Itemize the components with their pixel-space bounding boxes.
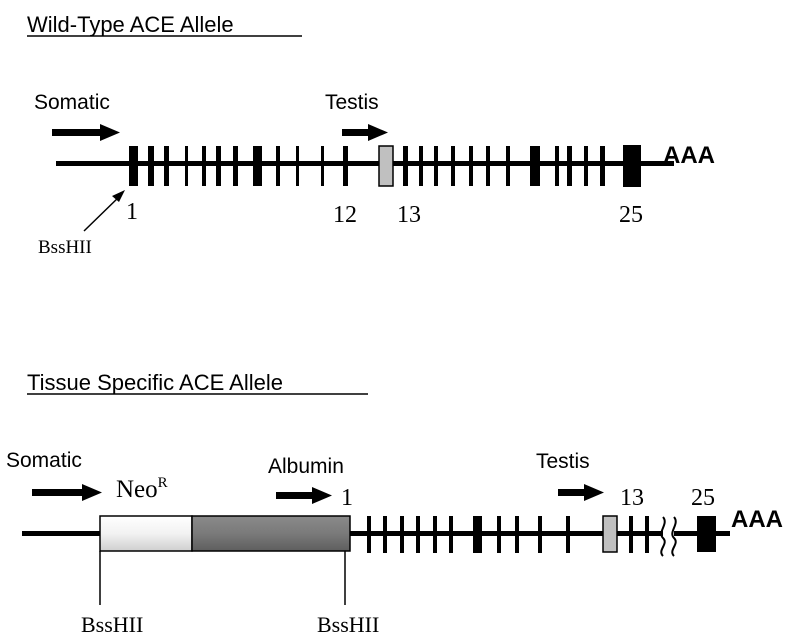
tissue-specific-somatic-label: Somatic: [6, 449, 82, 472]
exon: [566, 516, 570, 553]
exon: [567, 146, 572, 186]
tissue-specific-backbone-main: [350, 531, 663, 536]
albumin-promoter-box: [191, 515, 351, 552]
exon: [449, 516, 453, 553]
sequence-break-mark: [660, 516, 677, 557]
exon: [276, 146, 280, 186]
tissue-specific-title: Tissue Specific ACE Allele: [27, 370, 283, 395]
wild-type-testis-promoter-arrow: [342, 124, 388, 141]
exon: [645, 516, 649, 553]
exon: [367, 516, 371, 553]
wild-type-title: Wild-Type ACE Allele: [27, 12, 234, 37]
exon-13-testis: [602, 515, 618, 553]
exon: [486, 146, 490, 186]
albumin-promoter-arrow: [276, 487, 332, 504]
neo-label: NeoR: [116, 475, 168, 503]
exon-1: [129, 146, 138, 186]
exon-13-testis: [378, 145, 394, 187]
tissue-specific-somatic-promoter-arrow: [32, 484, 102, 501]
tissue-specific-exon-label-1: 1: [341, 485, 353, 511]
wild-type-polya-label: AAA: [663, 142, 715, 169]
exon-25: [623, 145, 641, 187]
wild-type-allele: Wild-Type ACE Allele Somatic Testis: [27, 12, 715, 258]
tissue-specific-testis-promoter-arrow: [558, 484, 604, 501]
tissue-specific-polya-label: AAA: [731, 506, 783, 533]
tissue-specific-exon-label-25: 25: [691, 485, 715, 511]
exon: [497, 516, 501, 553]
tissue-specific-exon-label-13: 13: [620, 485, 644, 511]
exon: [538, 516, 542, 553]
exon: [515, 516, 519, 553]
exon: [216, 146, 221, 186]
exon: [434, 146, 438, 186]
exon: [506, 146, 510, 186]
exon: [202, 146, 206, 186]
wild-type-exons: [129, 145, 641, 187]
exon: [185, 146, 188, 186]
tissue-specific-bsshii-label-left: BssHII: [81, 612, 143, 637]
tissue-specific-allele: Tissue Specific ACE Allele Somatic NeoR …: [6, 370, 783, 637]
exon-25: [697, 516, 716, 552]
exon: [416, 516, 420, 553]
wild-type-somatic-label: Somatic: [34, 91, 110, 114]
wild-type-exon-label-13: 13: [397, 202, 421, 228]
exon: [584, 146, 588, 186]
tissue-specific-testis-label: Testis: [536, 450, 590, 473]
wild-type-exon-label-12: 12: [333, 202, 357, 228]
exon: [164, 146, 169, 186]
exon: [233, 146, 238, 186]
exon: [253, 146, 262, 186]
exon: [383, 516, 387, 553]
exon: [403, 146, 408, 186]
wild-type-exon-label-25: 25: [619, 202, 643, 228]
exon: [600, 146, 605, 186]
wild-type-testis-label: Testis: [325, 91, 379, 114]
wild-type-somatic-promoter-arrow: [52, 124, 120, 141]
exon: [451, 146, 455, 186]
wild-type-exon-label-1: 1: [126, 199, 138, 225]
bsshii-pointer-arrow: [83, 190, 125, 232]
tissue-specific-exons: [367, 515, 716, 553]
exon: [469, 146, 473, 186]
exon: [555, 146, 559, 186]
tissue-specific-backbone-left: [22, 531, 100, 536]
exon: [321, 146, 324, 186]
exon: [629, 516, 633, 553]
exon: [400, 516, 404, 553]
exon: [473, 516, 482, 553]
exon: [419, 146, 423, 186]
tissue-specific-bsshii-label-right: BssHII: [317, 612, 379, 637]
exon: [530, 146, 540, 186]
neo-resistance-cassette: [99, 515, 193, 552]
exon: [296, 146, 299, 186]
exon: [433, 516, 437, 553]
exon: [148, 146, 154, 186]
wild-type-bsshii-label: BssHII: [38, 237, 92, 258]
wild-type-gene-backbone: [56, 161, 674, 166]
exon-12: [343, 146, 348, 186]
albumin-label: Albumin: [268, 455, 344, 478]
